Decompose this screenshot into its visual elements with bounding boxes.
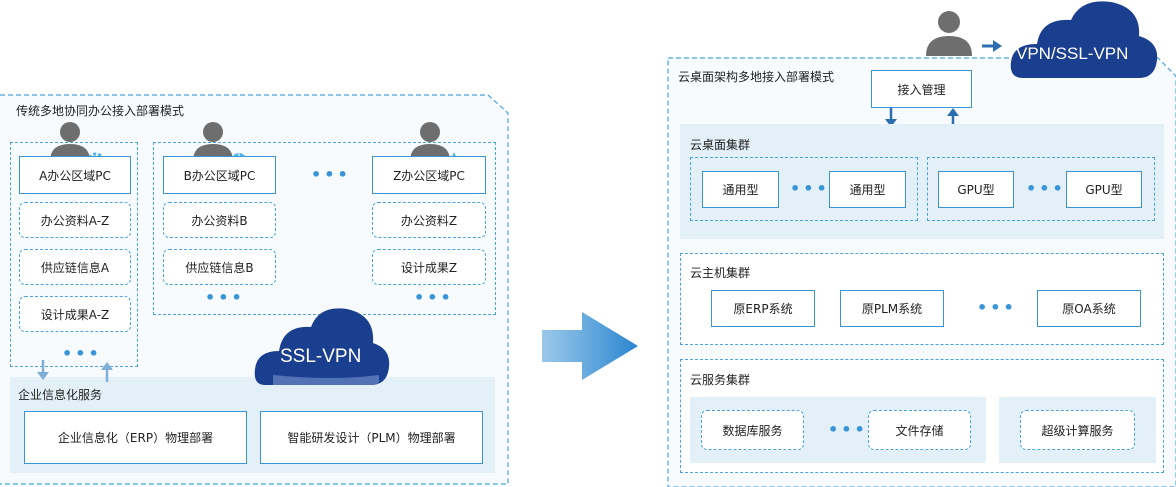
person-icon bbox=[193, 122, 233, 161]
general-box: 通用型 bbox=[829, 171, 906, 208]
system-box: 原OA系统 bbox=[1037, 290, 1141, 327]
vpn-ssl-label: VPN/SSL-VPN bbox=[1016, 44, 1129, 63]
item-box: 供应链信息A bbox=[19, 249, 131, 285]
ssl-vpn-label: SSL-VPN bbox=[280, 346, 362, 367]
person-icon bbox=[50, 122, 90, 161]
transition-arrow-icon bbox=[542, 312, 638, 380]
access-management-box: 接入管理 bbox=[871, 70, 972, 108]
ellipsis: ••• bbox=[1026, 179, 1066, 198]
group-a-container bbox=[10, 142, 138, 367]
ellipsis: ••• bbox=[62, 344, 102, 363]
service-cluster-title: 云服务集群 bbox=[690, 373, 751, 387]
ellipsis: ••• bbox=[828, 420, 868, 439]
pc-box-a: A办公区域PC bbox=[19, 156, 131, 194]
item-box: 设计成果Z bbox=[372, 249, 486, 285]
general-box: 通用型 bbox=[702, 171, 779, 208]
item-box: 设计成果A-Z bbox=[19, 296, 131, 332]
service-box: 文件存储 bbox=[868, 410, 971, 450]
item-box: 办公资料Z bbox=[372, 202, 486, 238]
item-box: 办公资料B bbox=[163, 202, 276, 238]
general-group bbox=[690, 157, 918, 221]
pc-box-z: Z办公区域PC bbox=[372, 156, 486, 194]
pc-box-b: B办公区域PC bbox=[163, 156, 276, 194]
right-title: 云桌面架构多地接入部署模式 bbox=[678, 70, 835, 84]
ellipsis: ••• bbox=[790, 179, 830, 198]
item-box: 供应链信息B bbox=[163, 249, 276, 285]
ellipsis: ••• bbox=[414, 288, 454, 307]
host-cluster-title: 云主机集群 bbox=[690, 266, 751, 280]
cloud-icon bbox=[254, 308, 390, 385]
cloud-icon bbox=[1010, 1, 1158, 79]
left-title: 传统多地协同办公接入部署模式 bbox=[16, 104, 185, 118]
system-box: 原PLM系统 bbox=[840, 290, 944, 327]
ellipsis: ••• bbox=[977, 298, 1017, 317]
desktop-cluster-title: 云桌面集群 bbox=[690, 138, 751, 152]
right-arrow-icon bbox=[982, 40, 1002, 52]
item-box: 办公资料A-Z bbox=[19, 202, 131, 238]
services-title: 企业信息化服务 bbox=[18, 388, 103, 402]
person-icon bbox=[926, 11, 972, 56]
gpu-group bbox=[927, 157, 1155, 221]
gpu-box: GPU型 bbox=[938, 171, 1014, 208]
service-box: 超级计算服务 bbox=[1020, 410, 1135, 450]
erp-box: 企业信息化（ERP）物理部署 bbox=[24, 411, 247, 464]
gpu-box: GPU型 bbox=[1066, 171, 1142, 208]
service-box: 数据库服务 bbox=[701, 410, 804, 450]
ellipsis: ••• bbox=[205, 288, 245, 307]
system-box: 原ERP系统 bbox=[711, 290, 815, 327]
plm-box: 智能研发设计（PLM）物理部署 bbox=[260, 411, 483, 464]
ellipsis: ••• bbox=[311, 165, 351, 184]
down-arrow-icon bbox=[885, 108, 897, 127]
up-arrow-icon bbox=[101, 362, 113, 382]
down-arrow-icon bbox=[37, 360, 49, 380]
